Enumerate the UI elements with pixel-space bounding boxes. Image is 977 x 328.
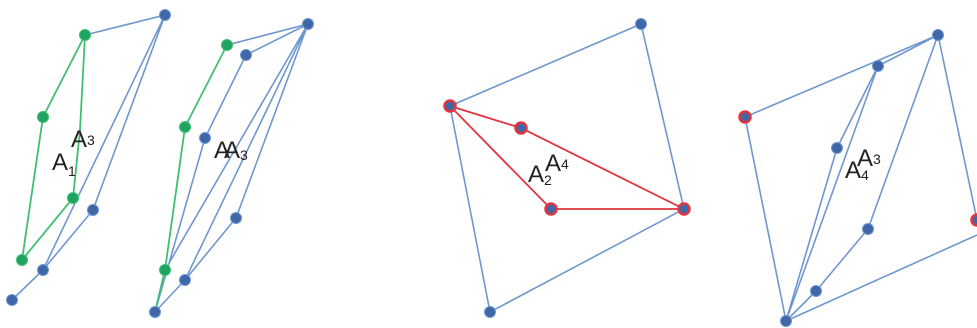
- panel1-node: [37, 264, 49, 276]
- panel-1: A1 A3: [6, 9, 171, 306]
- panel2-node: [302, 18, 314, 30]
- panel2-node: [179, 274, 191, 286]
- label-a4: A4: [545, 150, 569, 177]
- panel1-blue-outline: [11, 13, 167, 301]
- panel2-node: [230, 212, 242, 224]
- panel4-blue-line: [785, 147, 838, 322]
- panel2-blue-line: [154, 137, 206, 313]
- panel-4: A4 A3: [738, 29, 977, 327]
- panel1-node: [87, 204, 99, 216]
- panel3-node: [544, 202, 558, 216]
- panel3-node: [443, 99, 457, 113]
- panel4-node: [872, 60, 884, 72]
- label-a3: A3: [71, 126, 95, 153]
- panel-2: AA3: [149, 18, 314, 318]
- panel2-node: [240, 49, 252, 61]
- panel4-node: [932, 29, 944, 41]
- panel4-blue-line: [785, 234, 977, 322]
- panel2-blue-line: [245, 23, 309, 56]
- panel1-node: [37, 111, 49, 123]
- panel1-node: [6, 294, 18, 306]
- panel4-blue-line: [785, 290, 817, 322]
- panel1-node: [79, 29, 91, 41]
- panel1-node: [16, 254, 28, 266]
- panel2-node: [199, 132, 211, 144]
- panel1-node: [67, 192, 79, 204]
- panel2-node: [159, 264, 171, 276]
- panel2-node: [179, 121, 191, 133]
- panel4-blue-line: [744, 116, 787, 322]
- panel2-green-path: [154, 44, 228, 313]
- panel4-blue-line: [867, 34, 939, 230]
- label-a2: A2: [528, 161, 552, 188]
- panel4-node: [738, 110, 752, 124]
- label-a4-panel4: A4: [845, 157, 869, 184]
- panel3-node: [677, 202, 691, 216]
- panel2-blue-line: [164, 23, 309, 271]
- panel1-blue-diagonal: [42, 14, 166, 271]
- label-a1: A1: [52, 149, 76, 179]
- panel4-node: [862, 223, 874, 235]
- panel2-node: [221, 39, 233, 51]
- panel2-blue-line: [204, 54, 247, 139]
- panel3-node: [484, 306, 496, 318]
- panel4-node: [810, 285, 822, 297]
- panel1-node: [159, 9, 171, 21]
- label-a3-panel4: A3: [857, 145, 881, 172]
- panel4-blue-outline: [744, 33, 977, 221]
- panel2-blue-outline: [154, 22, 310, 313]
- panel2-blue-line: [184, 23, 309, 281]
- panel4-blue-line: [836, 65, 879, 149]
- label-aa3: AA3: [214, 137, 248, 164]
- panel4-blue-line: [785, 65, 879, 322]
- panel2-node: [149, 306, 161, 318]
- panel4-blue-line: [815, 228, 869, 292]
- panel4-node: [970, 213, 977, 227]
- panel4-node: [780, 315, 792, 327]
- panel1-green-polygon: [20, 34, 86, 264]
- panel4-node: [831, 142, 843, 154]
- panel3-node: [514, 121, 528, 135]
- panel4-blue-line: [877, 34, 939, 67]
- panel-3: A2 A4: [443, 18, 691, 318]
- panel3-node: [635, 18, 647, 30]
